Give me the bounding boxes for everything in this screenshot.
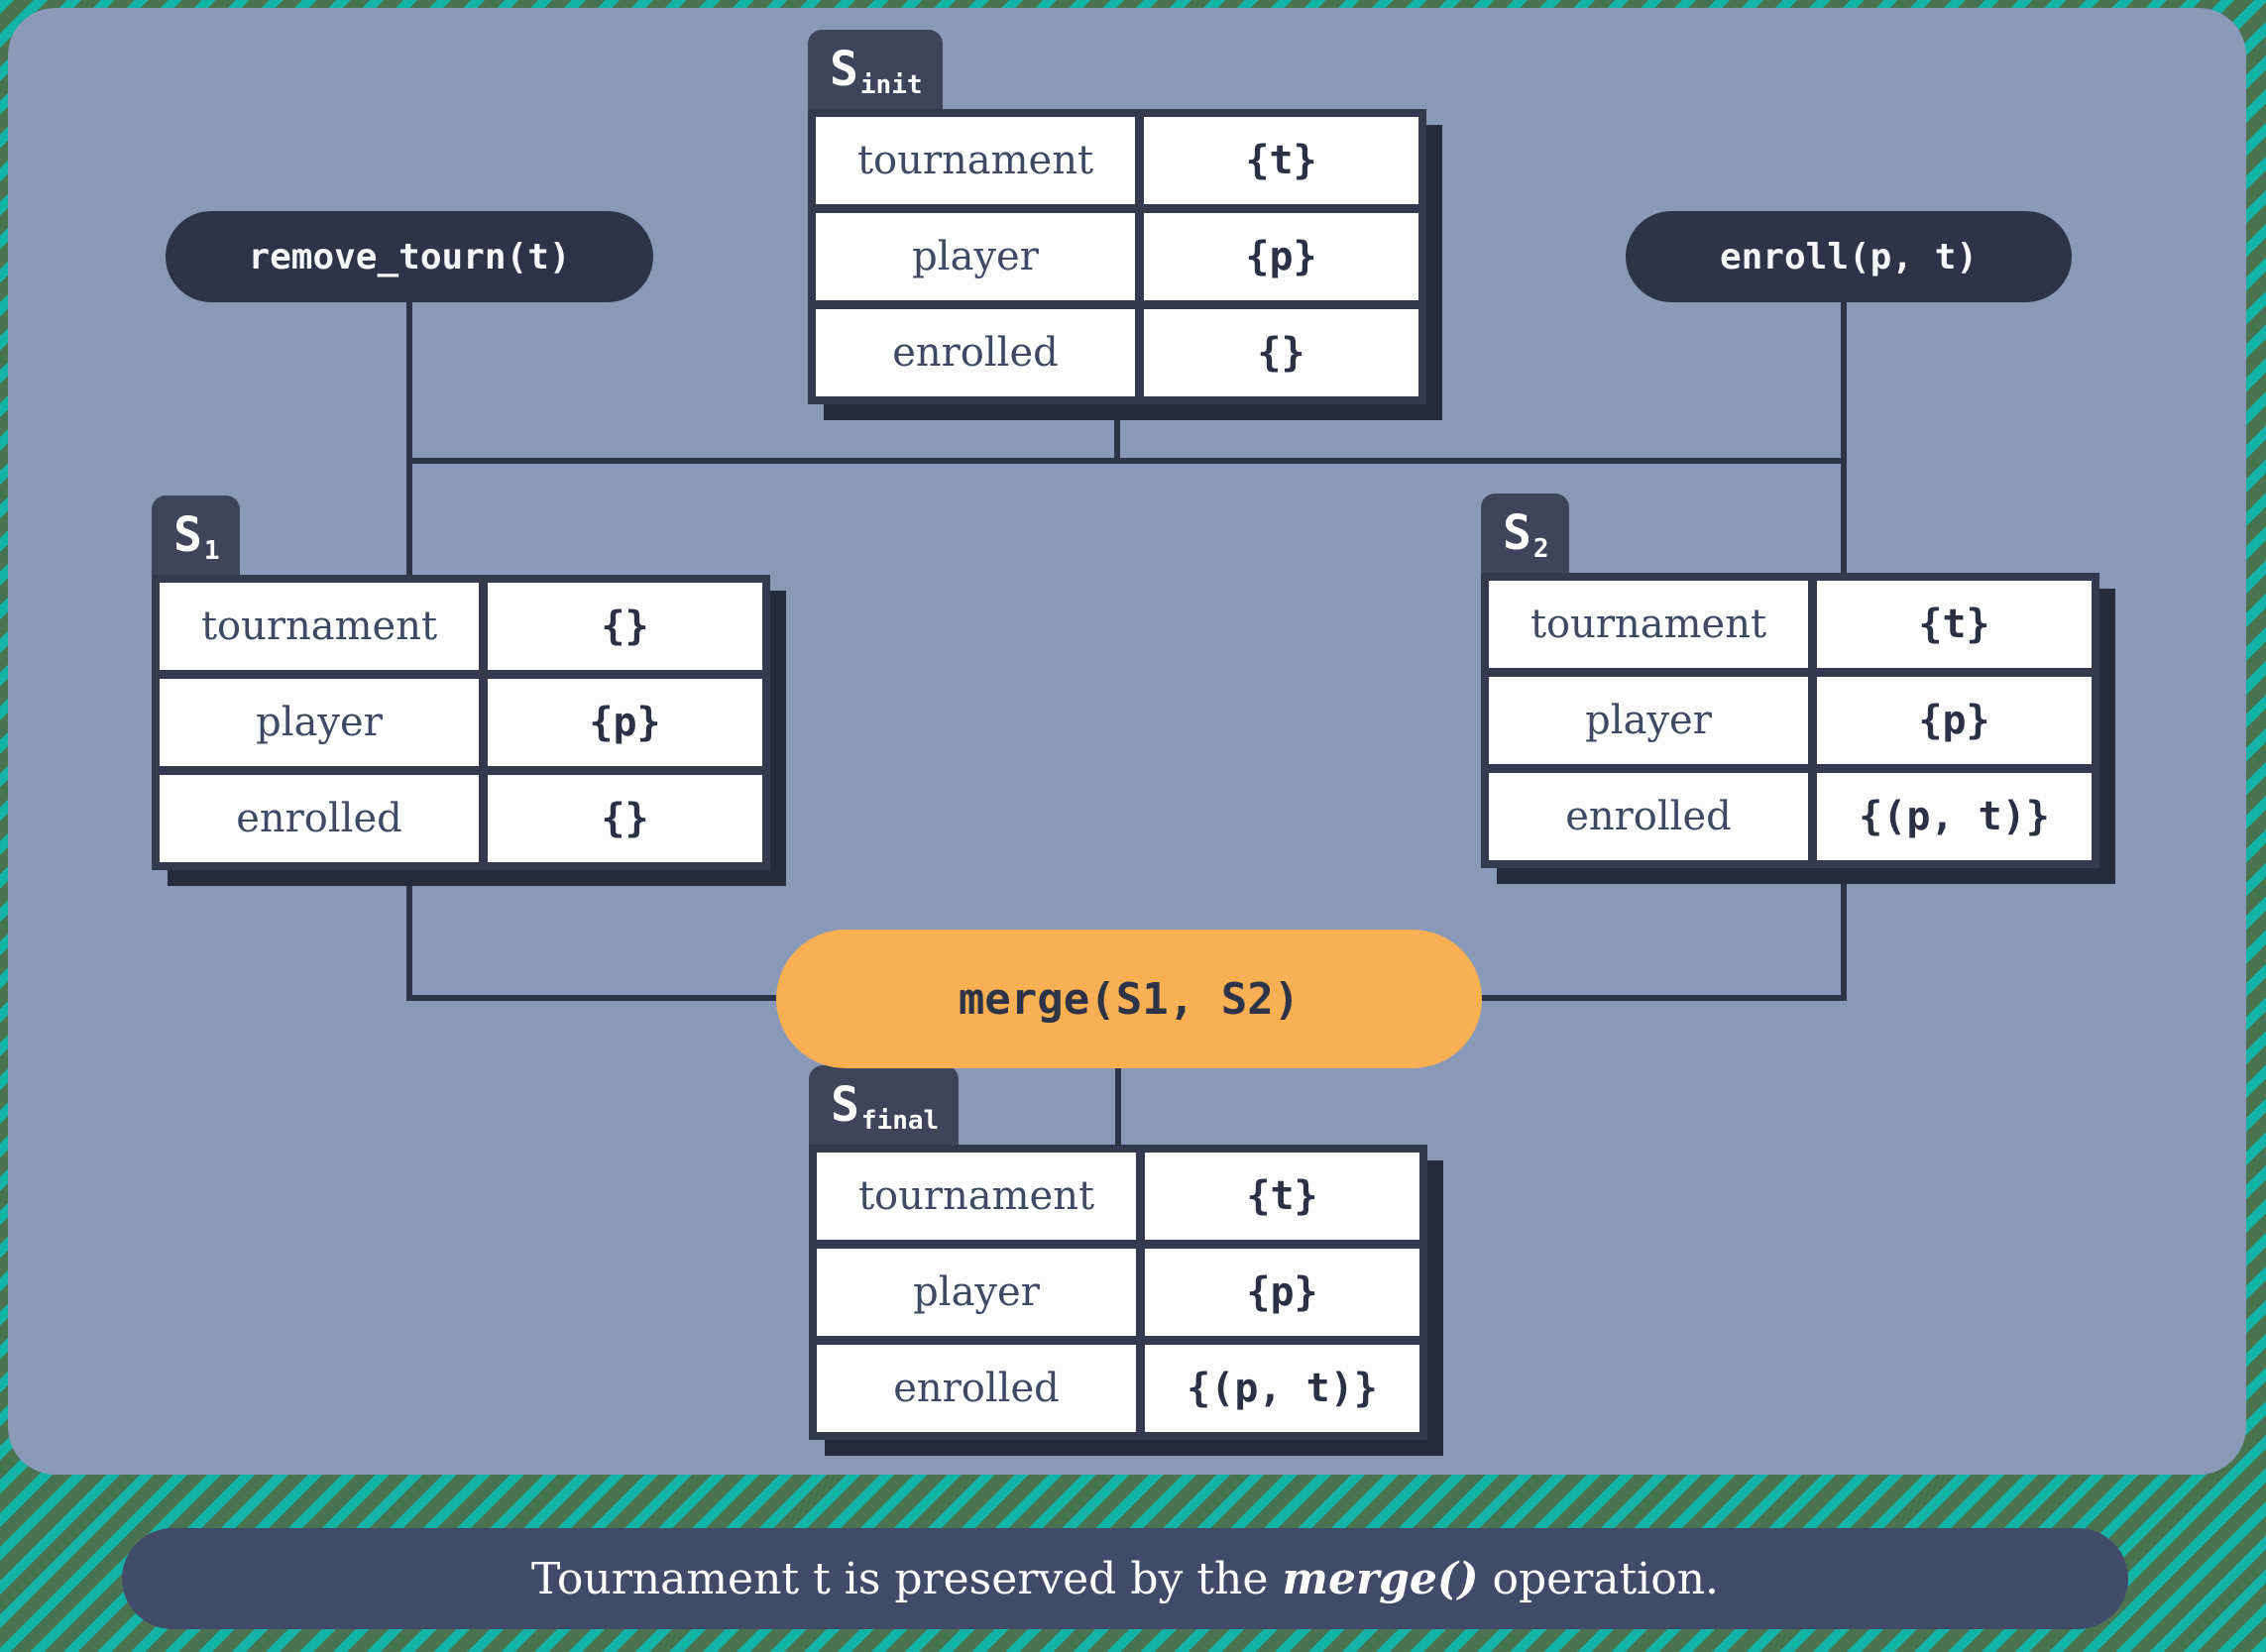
state-table-body: tournament {} player {p} enrolled {}: [152, 575, 770, 870]
state-subscript: 2: [1532, 534, 1549, 564]
field-name-cell: tournament: [160, 583, 479, 670]
field-name-cell: player: [816, 213, 1135, 300]
state-table-body: tournament {t} player {p} enrolled {}: [808, 109, 1426, 404]
state-subscript: final: [860, 1106, 940, 1136]
field-value-cell: {p}: [1817, 677, 2092, 764]
connector-top-bus: [406, 458, 1847, 464]
connector-sinit-down: [1114, 394, 1120, 464]
field-value-cell: {t}: [1144, 117, 1418, 204]
connector-left-vertical: [406, 297, 412, 580]
enroll-pill: enroll(p, t): [1626, 211, 2072, 302]
field-name-cell: player: [1489, 677, 1808, 764]
connector-s1-down: [406, 862, 412, 1001]
field-name-cell: tournament: [816, 117, 1135, 204]
merge-pill: merge(S1, S2): [776, 930, 1482, 1068]
field-name-cell: tournament: [1489, 581, 1808, 668]
field-value-cell: {p}: [488, 679, 762, 766]
caption-suffix: operation.: [1478, 1553, 1720, 1604]
field-name-cell: enrolled: [1489, 773, 1808, 860]
state-name: S: [831, 1077, 859, 1133]
field-value-cell: {}: [1144, 309, 1418, 396]
caption-text: Tournament t is preserved by the merge()…: [531, 1554, 1719, 1604]
field-name-cell: tournament: [817, 1153, 1136, 1240]
state-name: S: [830, 42, 858, 97]
field-value-cell: {(p, t)}: [1145, 1345, 1419, 1432]
caption-prefix: Tournament t is preserved by the: [530, 1553, 1283, 1604]
field-name-cell: enrolled: [816, 309, 1135, 396]
caption-highlight: merge(): [1282, 1553, 1479, 1604]
state-name: S: [1503, 505, 1531, 561]
field-name-cell: enrolled: [160, 775, 479, 862]
state-subscript: init: [859, 70, 923, 100]
field-value-cell: {(p, t)}: [1817, 773, 2092, 860]
field-value-cell: {t}: [1145, 1153, 1419, 1240]
field-value-cell: {}: [488, 775, 762, 862]
field-value-cell: {p}: [1144, 213, 1418, 300]
field-name-cell: enrolled: [817, 1345, 1136, 1432]
connector-s2-down: [1841, 870, 1847, 1001]
connector-merge-down: [1115, 1060, 1121, 1150]
state-subscript: 1: [203, 536, 220, 566]
field-value-cell: {t}: [1817, 581, 2092, 668]
state-table-body: tournament {t} player {p} enrolled {(p, …: [1481, 573, 2099, 868]
field-value-cell: {}: [488, 583, 762, 670]
field-name-cell: player: [817, 1249, 1136, 1336]
state-name: S: [173, 507, 202, 563]
state-table-body: tournament {t} player {p} enrolled {(p, …: [809, 1145, 1427, 1440]
field-value-cell: {p}: [1145, 1249, 1419, 1336]
remove-tourn-pill: remove_tourn(t): [166, 211, 653, 302]
connector-right-vertical: [1841, 297, 1847, 578]
field-name-cell: player: [160, 679, 479, 766]
caption-bar: Tournament t is preserved by the merge()…: [122, 1528, 2128, 1629]
